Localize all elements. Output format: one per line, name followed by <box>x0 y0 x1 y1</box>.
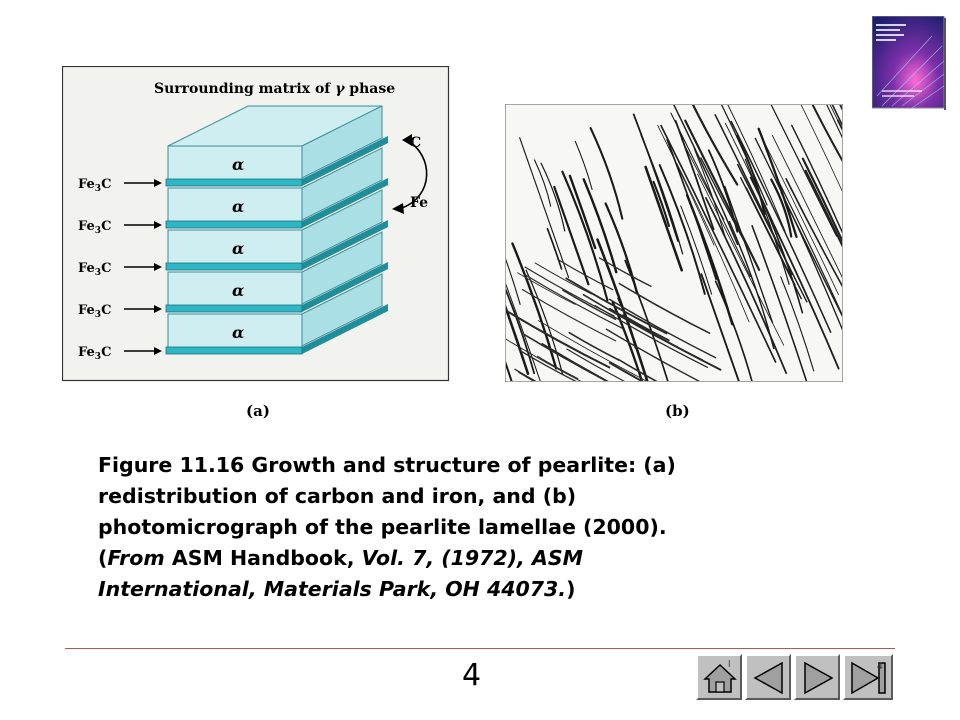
figure-a-svg: Surrounding matrix of γ phase αFe3CαFe3C… <box>61 65 450 382</box>
caption-line-4: (From ASM Handbook, Vol. 7, (1972), ASM <box>98 546 584 570</box>
last-icon <box>851 661 886 695</box>
arrow-head-down <box>392 203 404 214</box>
cementite-lamella <box>165 346 303 355</box>
next-icon <box>804 661 834 695</box>
figure-b-photomicrograph <box>504 103 844 383</box>
footer-divider <box>65 648 895 649</box>
caption-line-1: Figure 11.16 Growth and structure of pea… <box>98 453 676 477</box>
iron-label: Fe <box>410 195 428 211</box>
previous-slide-button[interactable] <box>745 654 791 700</box>
figure-b-label: (b) <box>665 402 690 420</box>
next-slide-button[interactable] <box>794 654 840 700</box>
alpha-block <box>167 313 303 349</box>
carbon-label: C <box>410 135 421 151</box>
figure-a-label: (a) <box>246 402 270 420</box>
alpha-label: α <box>232 239 244 258</box>
caption-line-3: photomicrograph of the pearlite lamellae… <box>98 515 667 539</box>
alpha-label: α <box>232 323 244 342</box>
cementite-lamella <box>165 262 303 271</box>
alpha-block <box>167 271 303 307</box>
home-icon <box>703 663 737 693</box>
cementite-lamella <box>165 178 303 187</box>
fe3c-label: Fe3C <box>78 177 111 194</box>
caption-line-5: International, Materials Park, OH 44073.… <box>98 577 576 601</box>
prev-icon <box>753 661 783 695</box>
alpha-label: α <box>232 281 244 300</box>
alpha-label: α <box>232 197 244 216</box>
last-slide-button[interactable]: 4 <box>843 654 893 700</box>
fe3c-label: Fe3C <box>78 219 111 236</box>
lamellae-texture <box>506 105 842 381</box>
cementite-lamella <box>165 220 303 229</box>
photomicrograph-svg <box>504 103 844 383</box>
book-cover-thumbnail <box>871 15 946 110</box>
fe3c-label: Fe3C <box>78 303 111 320</box>
alpha-block <box>167 187 303 223</box>
fe3c-label: Fe3C <box>78 345 111 362</box>
home-button-mark: l <box>728 660 731 670</box>
caption-line-2: redistribution of carbon and iron, and (… <box>98 484 577 508</box>
page-number: 4 <box>462 658 482 693</box>
arrow-head-up <box>402 134 412 146</box>
alpha-block <box>167 229 303 265</box>
figure-a-title: Surrounding matrix of γ phase <box>154 81 395 97</box>
fe3c-label: Fe3C <box>78 261 111 278</box>
alpha-label: α <box>232 155 244 174</box>
diffusion-arrow <box>401 139 428 209</box>
figure-caption: Figure 11.16 Growth and structure of pea… <box>98 450 858 605</box>
home-button[interactable]: l <box>696 654 742 700</box>
cementite-lamella <box>165 304 303 313</box>
corner-page-number: 4 <box>877 662 883 672</box>
